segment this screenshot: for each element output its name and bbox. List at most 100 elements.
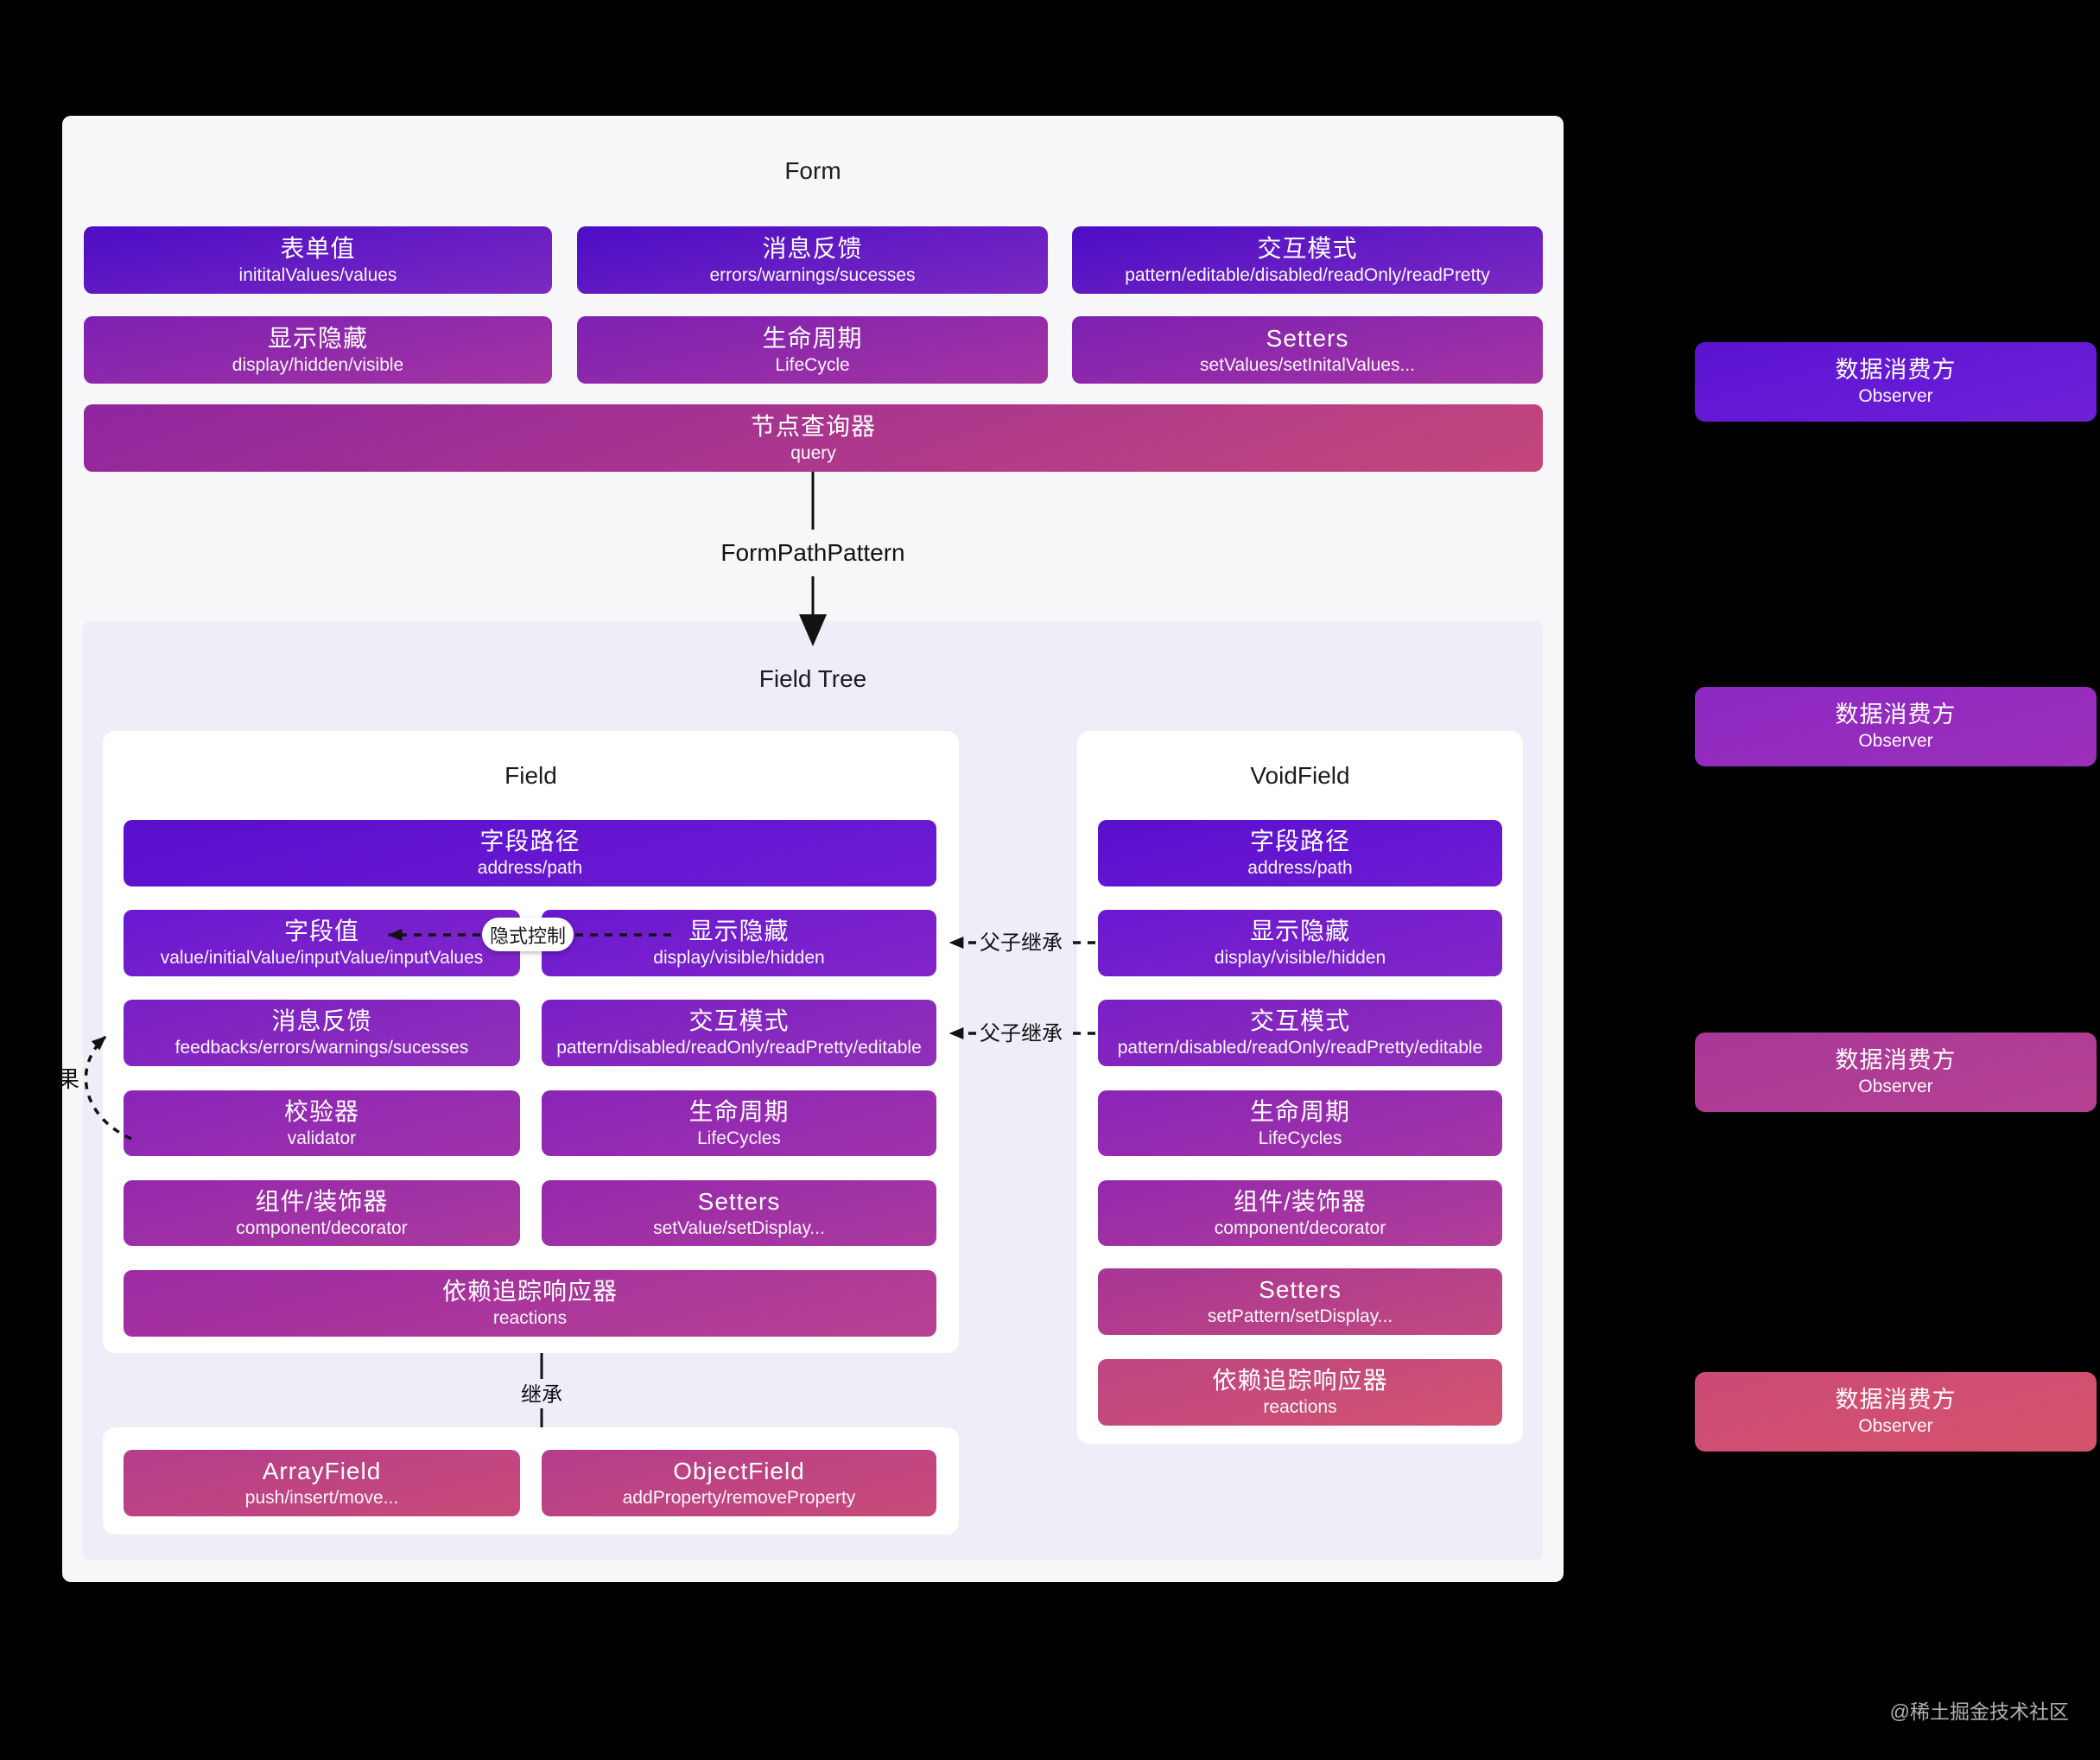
- box-sub: Observer: [1858, 386, 1933, 406]
- box-sub: reactions: [1263, 1397, 1337, 1417]
- voidfield-box-path: 字段路径 address/path: [1098, 820, 1502, 886]
- observer-box-3: 数据消费方 Observer: [1695, 1032, 2097, 1112]
- box-sub: address/path: [1247, 858, 1353, 878]
- field-box-setters: Setters setValue/setDisplay...: [542, 1180, 936, 1246]
- box-sub: value/initialValue/inputValue/inputValue…: [160, 948, 484, 968]
- observer-box-4: 数据消费方 Observer: [1695, 1372, 2097, 1452]
- field-box-feedback: 消息反馈 feedbacks/errors/warnings/sucesses: [124, 1000, 520, 1066]
- field-box-component: 组件/装饰器 component/decorator: [124, 1180, 520, 1246]
- form-box-values: 表单值 inititalValues/values: [84, 226, 552, 294]
- clipped-validation-label: 果: [56, 1066, 79, 1092]
- box-sub: address/path: [477, 858, 583, 878]
- box-sub: component/decorator: [1214, 1217, 1386, 1238]
- box-title: 生命周期: [762, 324, 863, 352]
- box-sub: setPattern/setDisplay...: [1207, 1306, 1393, 1326]
- box-sub: display/hidden/visible: [232, 354, 404, 375]
- box-sub: inititalValues/values: [238, 264, 397, 285]
- box-sub: pattern/disabled/readOnly/readPretty/edi…: [556, 1038, 922, 1058]
- box-title: Setters: [697, 1187, 781, 1215]
- box-sub: setValues/setInitalValues...: [1199, 354, 1416, 375]
- field-tree-title: Field Tree: [758, 665, 867, 692]
- box-sub: feedbacks/errors/warnings/sucesses: [174, 1038, 469, 1058]
- voidfield-title: VoidField: [1250, 762, 1350, 789]
- voidfield-box-pattern: 交互模式 pattern/disabled/readOnly/readPrett…: [1098, 1000, 1502, 1066]
- box-title: Setters: [1259, 1276, 1342, 1303]
- box-title: 数据消费方: [1835, 702, 1957, 728]
- objectfield-box: ObjectField addProperty/removeProperty: [542, 1450, 936, 1516]
- box-title: 字段值: [283, 918, 359, 944]
- box-title: 消息反馈: [762, 234, 863, 262]
- box-sub: push/insert/move...: [244, 1488, 399, 1508]
- field-box-path: 字段路径 address/path: [124, 820, 936, 886]
- box-title: 节点查询器: [750, 412, 876, 440]
- box-sub: display/visible/hidden: [653, 948, 825, 968]
- box-sub: LifeCycle: [775, 354, 850, 375]
- box-title: 交互模式: [688, 1007, 790, 1034]
- box-sub: display/visible/hidden: [1214, 948, 1386, 968]
- box-sub: addProperty/removeProperty: [622, 1488, 856, 1508]
- box-title: 组件/装饰器: [1234, 1187, 1367, 1215]
- voidfield-box-lifecycle: 生命周期 LifeCycles: [1098, 1090, 1502, 1156]
- box-title: 组件/装饰器: [255, 1187, 389, 1215]
- box-title: 依赖追踪响应器: [441, 1278, 618, 1305]
- box-title: 显示隐藏: [267, 324, 368, 352]
- field-box-value: 字段值 value/initialValue/inputValue/inputV…: [124, 910, 520, 976]
- form-box-query: 节点查询器 query: [84, 404, 1543, 472]
- watermark-text: @稀土掘金技术社区: [1889, 1700, 2069, 1723]
- field-box-pattern: 交互模式 pattern/disabled/readOnly/readPrett…: [542, 1000, 936, 1066]
- box-sub: LifeCycles: [697, 1128, 781, 1148]
- box-title: 数据消费方: [1835, 1387, 1957, 1413]
- observer-box-1: 数据消费方 Observer: [1695, 342, 2097, 422]
- form-box-feedback: 消息反馈 errors/warnings/sucesses: [577, 226, 1048, 294]
- box-sub: Observer: [1858, 731, 1933, 751]
- form-box-lifecycle: 生命周期 LifeCycle: [577, 316, 1048, 384]
- box-title: 消息反馈: [271, 1007, 372, 1034]
- form-box-display: 显示隐藏 display/hidden/visible: [84, 316, 552, 384]
- box-title: 生命周期: [1249, 1097, 1350, 1125]
- field-box-display: 显示隐藏 display/visible/hidden: [542, 910, 936, 976]
- voidfield-box-reactions: 依赖追踪响应器 reactions: [1098, 1359, 1502, 1426]
- observer-box-2: 数据消费方 Observer: [1695, 687, 2097, 766]
- box-title: 生命周期: [688, 1097, 790, 1125]
- box-sub: setValue/setDisplay...: [653, 1217, 825, 1238]
- box-sub: component/decorator: [236, 1217, 408, 1238]
- form-box-pattern: 交互模式 pattern/editable/disabled/readOnly/…: [1072, 226, 1543, 294]
- box-title: 校验器: [283, 1097, 359, 1125]
- box-sub: Observer: [1858, 1077, 1933, 1096]
- box-sub: pattern/editable/disabled/readOnly/readP…: [1125, 264, 1490, 285]
- arrayfield-box: ArrayField push/insert/move...: [124, 1450, 520, 1516]
- box-title: 依赖追踪响应器: [1212, 1367, 1388, 1394]
- box-sub: errors/warnings/sucesses: [709, 264, 916, 285]
- voidfield-box-display: 显示隐藏 display/visible/hidden: [1098, 910, 1502, 976]
- box-title: 表单值: [280, 234, 356, 262]
- box-sub: Observer: [1858, 1416, 1933, 1436]
- form-path-pattern-label: FormPathPattern: [720, 539, 905, 566]
- inherit-label: 继承: [521, 1383, 562, 1407]
- box-sub: query: [790, 442, 836, 463]
- box-title: 数据消费方: [1835, 1047, 1957, 1073]
- voidfield-box-component: 组件/装饰器 component/decorator: [1098, 1180, 1502, 1246]
- field-box-reactions: 依赖追踪响应器 reactions: [124, 1270, 936, 1337]
- form-title: Form: [784, 157, 841, 184]
- box-sub: LifeCycles: [1258, 1128, 1342, 1148]
- box-sub: reactions: [492, 1308, 568, 1328]
- parent-child-inherit-label-2: 父子继承: [980, 1022, 1063, 1045]
- box-title: Setters: [1266, 324, 1349, 352]
- voidfield-box-setters: Setters setPattern/setDisplay...: [1098, 1268, 1502, 1335]
- box-title: 字段路径: [1249, 828, 1350, 855]
- field-title: Field: [504, 762, 557, 789]
- box-title: ArrayField: [262, 1458, 382, 1484]
- implicit-control-badge: 隐式控制: [482, 918, 574, 951]
- box-title: 显示隐藏: [1249, 918, 1350, 944]
- field-box-lifecycle: 生命周期 LifeCycles: [542, 1090, 936, 1156]
- box-sub: validator: [287, 1128, 357, 1148]
- box-title: 数据消费方: [1835, 357, 1957, 383]
- form-box-setters: Setters setValues/setInitalValues...: [1072, 316, 1543, 384]
- field-box-validator: 校验器 validator: [124, 1090, 520, 1156]
- box-title: 显示隐藏: [688, 918, 790, 944]
- parent-child-inherit-label-1: 父子继承: [980, 931, 1063, 955]
- box-title: 交互模式: [1249, 1007, 1350, 1034]
- box-title: 字段路径: [479, 828, 581, 855]
- box-title: 交互模式: [1257, 234, 1358, 262]
